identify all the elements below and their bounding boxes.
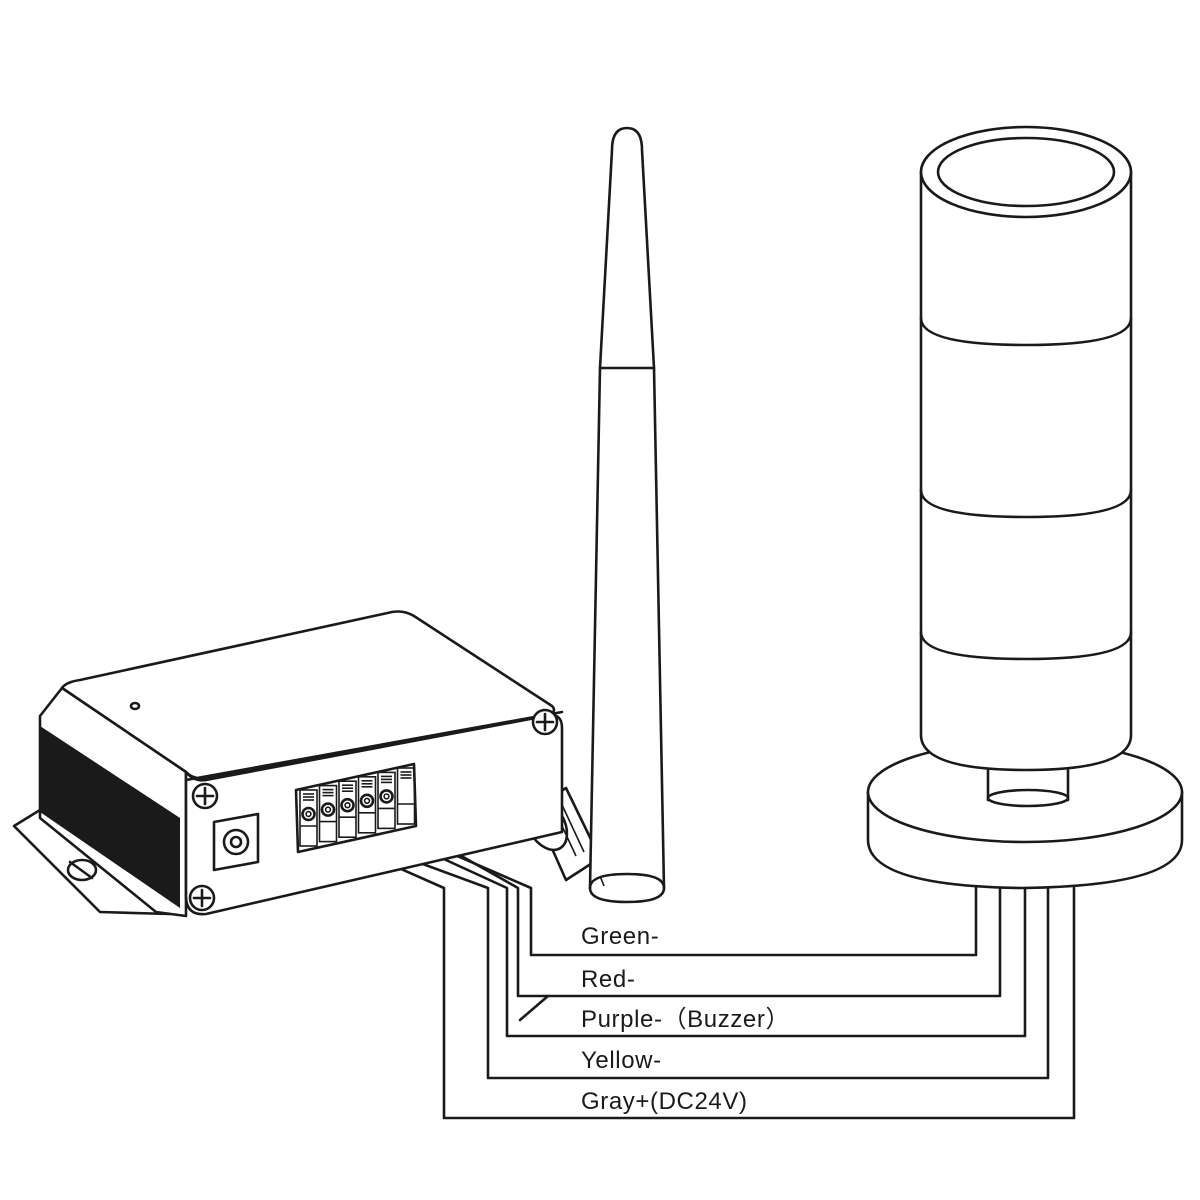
status-led (129, 701, 141, 711)
label-green: Green- (581, 923, 659, 950)
terminal-cell (396, 767, 416, 825)
terminal-cell (357, 775, 377, 834)
screw-top-left (191, 782, 219, 810)
tower-column (919, 125, 1133, 772)
wire-gray (338, 840, 1076, 1120)
wire-yellow (350, 836, 1050, 1080)
screw-top-right (531, 708, 559, 736)
screw-bottom-left (188, 884, 216, 912)
dc-power-jack (212, 812, 260, 872)
label-yellow: Yellow- (581, 1047, 662, 1074)
controller-box (12, 610, 564, 918)
label-red: Red- (581, 966, 635, 993)
label-purple: Purple-（Buzzer） (581, 1006, 790, 1033)
wire-purple (370, 824, 1027, 1038)
wire-red (392, 816, 1002, 998)
terminal-cell (377, 771, 396, 830)
terminal-cell (338, 780, 357, 839)
terminal-cell (299, 789, 318, 847)
tower-top-cap (919, 125, 1133, 219)
terminal-cell (318, 784, 338, 843)
wire-labels: Green- Red- Purple-（Buzzer） Yellow- Gray… (581, 923, 790, 1115)
signal-tower-light (866, 125, 1184, 890)
antenna-whip (588, 126, 666, 904)
label-gray: Gray+(DC24V) (581, 1088, 748, 1115)
terminal-block (294, 762, 418, 854)
